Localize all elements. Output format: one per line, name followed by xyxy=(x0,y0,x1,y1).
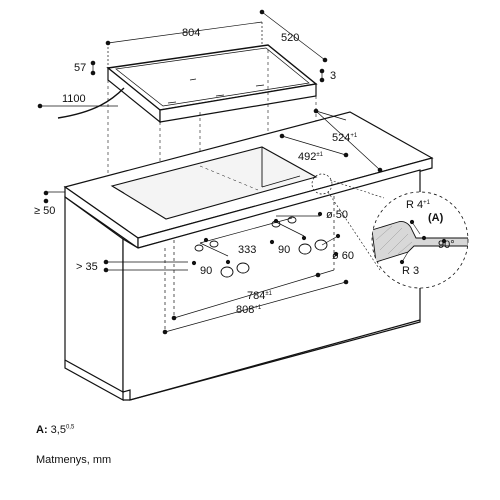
knob-angle-left-label: 90 xyxy=(200,265,212,277)
wall-gap-label: ≥ 50 xyxy=(34,205,55,217)
power-cable xyxy=(57,87,125,119)
knob-hole-right-2 xyxy=(287,216,297,224)
cutout-depth-label: 524+1 xyxy=(332,132,358,144)
knob-hole-dia-60-label: ø 60 xyxy=(332,250,354,262)
hob-frame-label: 3 xyxy=(330,70,336,82)
detail-angle-label: 90° xyxy=(438,239,455,251)
hob-drawing xyxy=(57,44,318,124)
detail-marker-label: (A) xyxy=(428,212,444,224)
detail-view xyxy=(311,173,469,289)
min-depth-label: > 35 xyxy=(76,261,98,273)
hob-depth-label: 520 xyxy=(281,32,299,44)
detail-radius-top-label: R 4+1 xyxy=(406,199,431,211)
cutout-width-label: 492±1 xyxy=(298,151,324,163)
control-knobs xyxy=(194,216,328,278)
note-a-tolerance: 0,5 xyxy=(65,424,75,431)
knob-spacing-label: 333 xyxy=(238,244,256,256)
knob-right-1 xyxy=(298,243,312,255)
cabinet-drawing xyxy=(63,111,434,402)
detail-radius-bottom-label: R 3 xyxy=(402,265,419,277)
units-note: Matmenys, mm xyxy=(36,454,112,466)
outer-span-label: 808+1 xyxy=(236,304,262,316)
hob-glass-inner xyxy=(115,47,310,107)
knob-angle-right-label: 90 xyxy=(278,244,290,256)
knob-dimensions xyxy=(162,196,349,335)
cable-length-label: 1100 xyxy=(62,93,86,105)
knob-right-2 xyxy=(314,239,328,251)
detail-marker-small xyxy=(311,173,333,195)
worktop-edge-profile xyxy=(372,221,468,263)
hob-width-label: 804 xyxy=(182,27,200,39)
note-a-label: A: xyxy=(36,424,48,436)
note-a-value: 3,5 xyxy=(50,424,66,436)
hob-height-label: 57 xyxy=(74,62,86,74)
knob-left-1 xyxy=(220,266,234,278)
inner-span-label: 784±1 xyxy=(247,290,273,302)
knob-hole-left-1 xyxy=(194,244,204,252)
worktop-cutout xyxy=(110,146,318,220)
hob-dimensions xyxy=(37,9,328,109)
worktop-side-edge xyxy=(137,157,433,249)
note-dimension-a: A: 3,50,5 xyxy=(36,424,74,436)
knob-hole-dia-50-label: ø 50 xyxy=(326,209,348,221)
knob-hole-left-2 xyxy=(209,240,219,248)
knob-left-2 xyxy=(236,262,250,274)
